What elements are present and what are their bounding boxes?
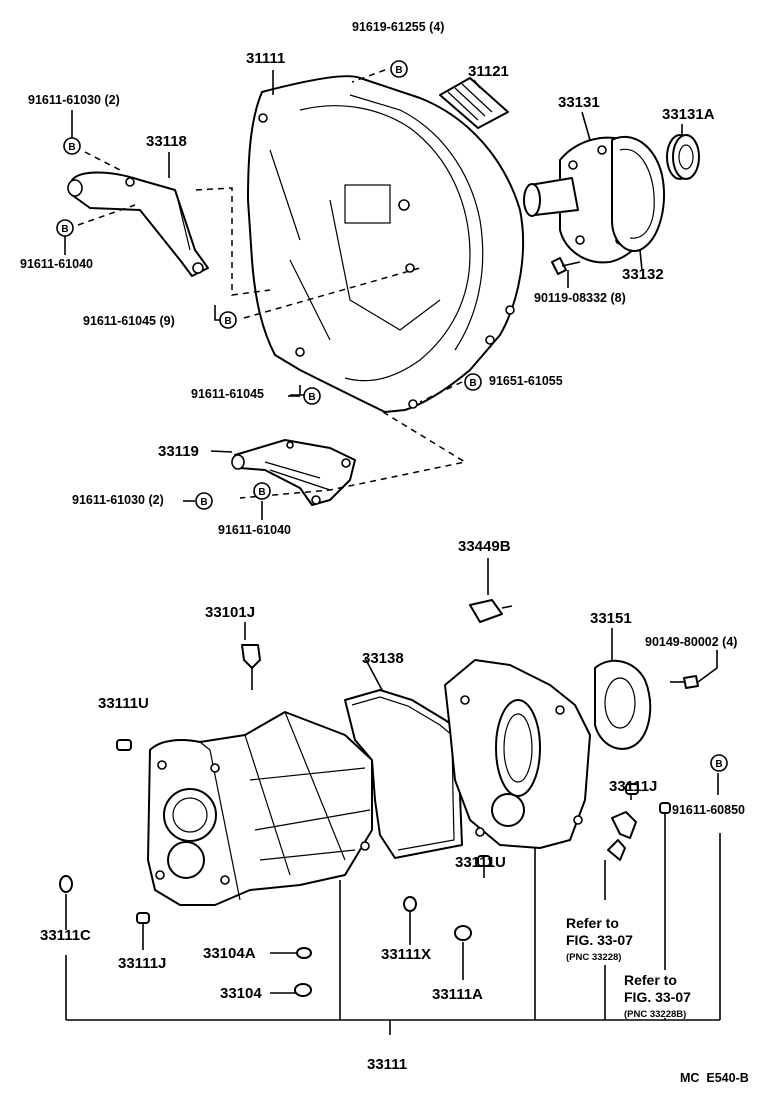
reference-line1: Refer to: [624, 972, 677, 988]
label-91611-61040-top: 91611-61040: [20, 257, 93, 271]
gasket-33138: [344, 689, 463, 859]
svg-text:B: B: [61, 224, 68, 235]
label-91611-61045-9: 91611-61045 (9): [83, 314, 175, 328]
intermediate-plate: [444, 659, 591, 849]
label-33119: 33119: [158, 443, 199, 460]
bolt-marker-icon: B: [390, 60, 408, 78]
bracket-33119: [231, 439, 356, 506]
reference-line3: (PNC 33228B): [624, 1009, 687, 1020]
label-33449B: 33449B: [458, 538, 511, 555]
label-33151: 33151: [590, 610, 632, 627]
reference-line3: (PNC 33228): [566, 952, 622, 963]
label-91611-60850: 91611-60850: [672, 803, 745, 817]
gasket-33132: [611, 135, 665, 252]
bolt-90119-08332: [551, 257, 581, 275]
oil-seal-33131A: [666, 134, 700, 180]
reference-fig-33-07-b: Refer to FIG. 33-07 (PNC 33228B): [624, 972, 691, 1023]
label-33111A: 33111A: [432, 986, 483, 1003]
label-91611-61045: 91611-61045: [191, 387, 264, 401]
label-33131A: 33131A: [662, 106, 715, 123]
bolt-marker-icon: B: [464, 373, 482, 391]
label-33132: 33132: [622, 266, 664, 283]
label-33131: 33131: [558, 94, 600, 111]
svg-text:B: B: [200, 497, 207, 508]
label-91611-61040-bottom: 91611-61040: [218, 523, 291, 537]
label-31111-top: 31111: [246, 50, 286, 67]
label-33111J-right: 33111J: [609, 778, 658, 795]
label-33101J: 33101J: [205, 604, 256, 621]
label-91611-61030-bottom: 91611-61030 (2): [72, 493, 164, 507]
bolt-marker-icon: B: [219, 311, 237, 329]
svg-text:B: B: [395, 65, 402, 76]
label-90149-80002: 90149-80002 (4): [645, 635, 738, 649]
label-33111X: 33111X: [381, 946, 432, 963]
bottom-leader-lines: [65, 558, 721, 1035]
reference-line1: Refer to: [566, 915, 619, 931]
reference-fig-33-07-a: Refer to FIG. 33-07 (PNC 33228): [566, 915, 633, 966]
label-33111C: 33111C: [40, 927, 91, 944]
transmission-case: [147, 711, 373, 906]
label-33111-bottom: 33111: [367, 1056, 408, 1073]
label-90119-08332: 90119-08332 (8): [534, 291, 626, 305]
footer-code: MC E540-B: [680, 1071, 749, 1085]
bolt-marker-icon: B: [63, 137, 81, 155]
bolt-marker-icon: B: [195, 492, 213, 510]
svg-text:B: B: [308, 392, 315, 403]
label-33104: 33104: [220, 985, 262, 1002]
bolt-marker-icon: B: [56, 219, 74, 237]
bolt-marker-icon: B: [253, 482, 271, 500]
label-33118: 33118: [146, 133, 187, 150]
svg-text:B: B: [68, 142, 75, 153]
svg-text:B: B: [258, 487, 265, 498]
reference-line2: FIG. 33-07: [624, 989, 691, 1005]
label-31121: 31121: [468, 63, 509, 80]
label-33111U-left: 33111U: [98, 695, 149, 712]
bracket-33118: [67, 171, 209, 277]
retainer-33151: [594, 659, 652, 750]
svg-text:B: B: [224, 316, 231, 327]
bolt-marker-icon: B: [710, 754, 728, 772]
cover-31121: [439, 77, 509, 129]
svg-text:B: B: [715, 759, 722, 770]
bolt-marker-icon: B: [303, 387, 321, 405]
label-91619-61255: 91619-61255 (4): [352, 20, 445, 34]
label-91651-61055: 91651-61055: [489, 374, 563, 388]
clutch-housing-31111: [247, 75, 525, 413]
svg-text:B: B: [469, 378, 476, 389]
label-33138: 33138: [362, 650, 404, 667]
label-33104A: 33104A: [203, 945, 256, 962]
small-parts: [59, 599, 699, 997]
label-33111U-center: 33111U: [455, 854, 506, 871]
label-91611-61030-top: 91611-61030 (2): [28, 93, 120, 107]
bolt-markers: B B B B B B B B B: [56, 60, 728, 772]
label-33111J-left: 33111J: [118, 955, 167, 972]
reference-line2: FIG. 33-07: [566, 932, 633, 948]
